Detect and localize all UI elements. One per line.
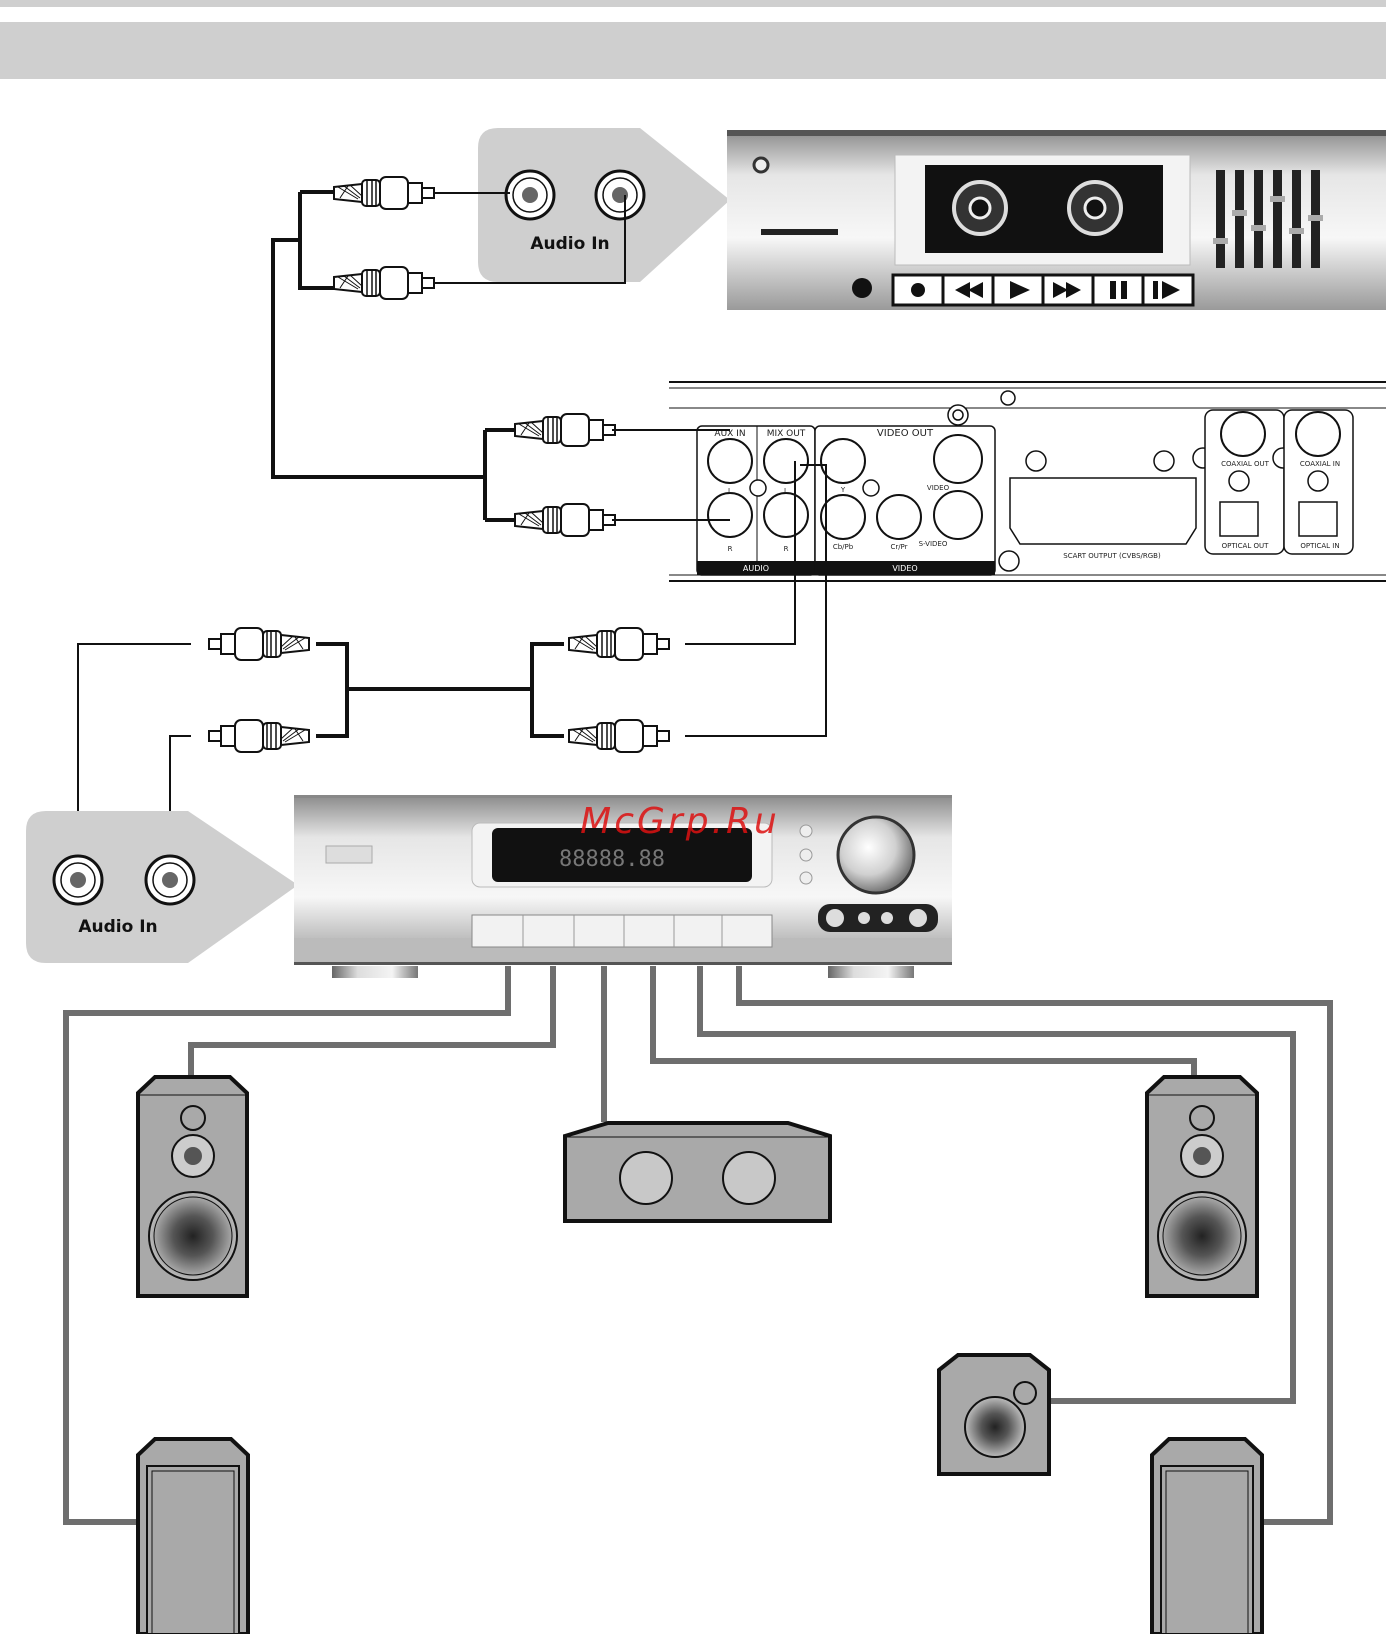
rca-plug <box>569 628 669 660</box>
rca-plug <box>209 720 309 752</box>
bottom-audio-in-panel: Audio In <box>26 811 298 963</box>
mix-out-label: MIX OUT <box>767 429 806 439</box>
coaxial-in-label: COAXIAL IN <box>1300 460 1340 468</box>
tape-deck <box>727 130 1386 310</box>
display-readout: 88888.88 <box>559 847 665 872</box>
rear-right-speaker <box>1152 1439 1262 1634</box>
optical-in-label: OPTICAL IN <box>1300 542 1339 550</box>
jack-label-l: L <box>784 487 788 495</box>
rca-plug <box>334 267 434 299</box>
optical-out-label: OPTICAL OUT <box>1222 542 1270 550</box>
jack-label-cr: Cr/Pr <box>890 543 907 551</box>
top-audio-in-panel: Audio In <box>478 128 730 282</box>
record-icon <box>911 283 925 297</box>
front-left-speaker <box>138 1077 247 1296</box>
speaker-wires <box>66 966 1330 1522</box>
scart-label: SCART OUTPUT (CVBS/RGB) <box>1063 552 1161 560</box>
rca-plug <box>515 504 615 536</box>
audio-section-label: AUDIO <box>743 564 769 573</box>
rca-plug <box>515 414 615 446</box>
rca-plug <box>209 628 309 660</box>
rca-plug <box>569 720 669 752</box>
jack-label-l: L <box>728 487 732 495</box>
rca-plug <box>334 177 434 209</box>
audio-in-label-top: Audio In <box>530 234 609 254</box>
header-band <box>0 22 1386 79</box>
jack-label-video: VIDEO <box>927 484 950 492</box>
watermark: McGrp.Ru <box>580 801 780 842</box>
transport-buttons <box>893 275 1193 305</box>
rear-left-speaker <box>138 1439 248 1634</box>
volume-knob <box>838 817 914 893</box>
jack-label-r: R <box>728 545 733 553</box>
video-section-label: VIDEO <box>892 564 917 573</box>
scart-connector <box>1010 478 1196 544</box>
center-speaker <box>565 1123 830 1221</box>
subwoofer <box>939 1355 1049 1474</box>
jack-label-y: Y <box>840 486 846 494</box>
jack-label-r: R <box>784 545 789 553</box>
dvd-rear-panel: AUDIO AUX IN MIX OUT L R L R VIDEO VIDEO… <box>669 382 1386 581</box>
video-out-label: VIDEO OUT <box>877 428 934 439</box>
jack-label-cb: Cb/Pb <box>833 543 854 551</box>
front-right-speaker <box>1147 1077 1257 1296</box>
audio-in-label-bottom: Audio In <box>78 917 157 937</box>
top-divider-bar <box>0 0 1386 7</box>
coaxial-out-label: COAXIAL OUT <box>1221 460 1269 468</box>
jack-label-svideo: S-VIDEO <box>919 540 948 548</box>
